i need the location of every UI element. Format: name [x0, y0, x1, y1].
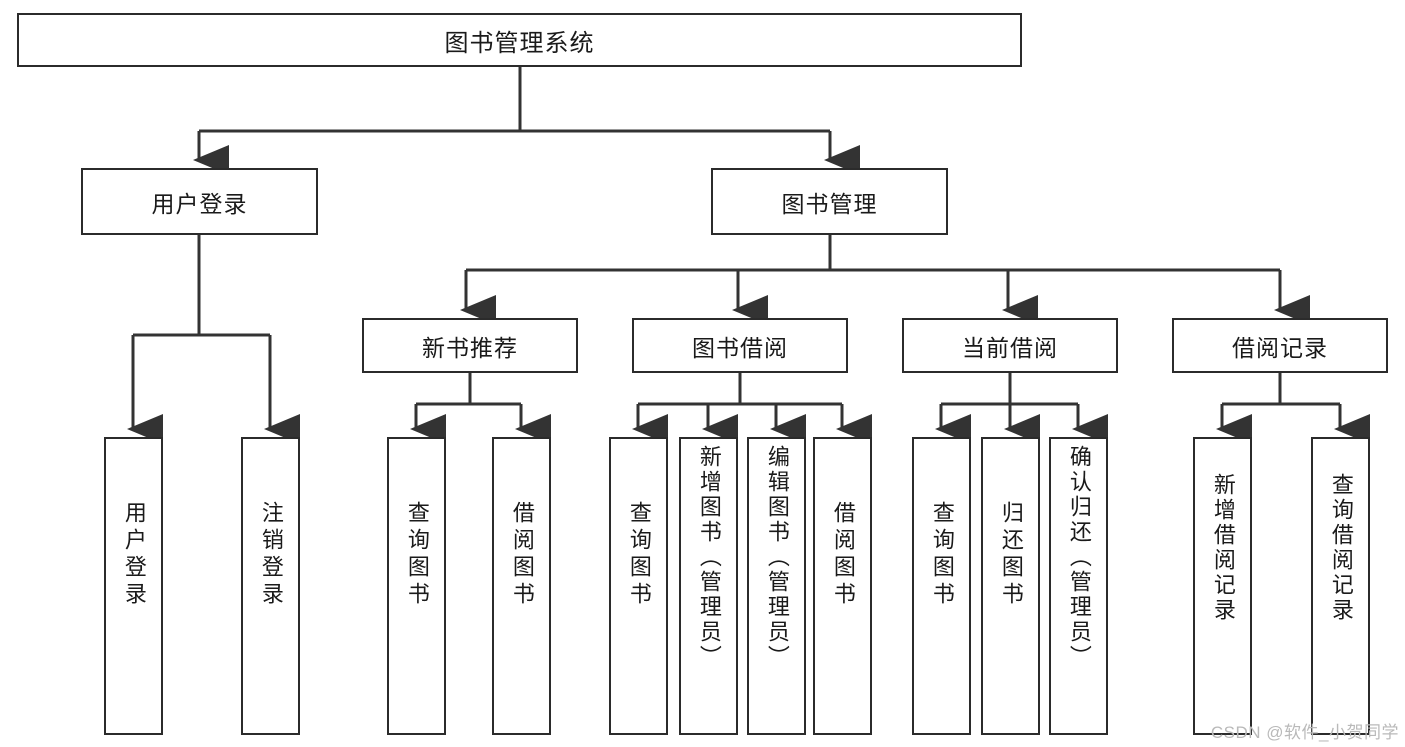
leaf-edit-book-label: 编辑图书（管理员） — [764, 445, 790, 670]
node-new-book-rec-label: 新书推荐 — [422, 334, 518, 361]
leaf-add-record-label: 新增借阅记录 — [1210, 473, 1236, 623]
leaf-logout-label: 注销登录 — [258, 501, 284, 609]
leaf-edit-book[interactable]: 编辑图书（管理员） — [747, 437, 806, 735]
watermark: CSDN @软件_小贺同学 — [1210, 723, 1399, 742]
node-book-borrow[interactable]: 图书借阅 — [632, 318, 848, 373]
node-borrow-record-label: 借阅记录 — [1232, 334, 1328, 361]
node-book-borrow-label: 图书借阅 — [692, 334, 788, 361]
leaf-confirm-return[interactable]: 确认归还（管理员） — [1049, 437, 1108, 735]
leaf-add-record[interactable]: 新增借阅记录 — [1193, 437, 1252, 735]
node-new-book-rec[interactable]: 新书推荐 — [362, 318, 578, 373]
leaf-borrow-book-2-label: 借阅图书 — [830, 501, 856, 609]
node-user-login-label: 用户登录 — [151, 190, 248, 217]
leaf-query-book-3[interactable]: 查询图书 — [912, 437, 971, 735]
leaf-query-book-2-label: 查询图书 — [626, 501, 652, 609]
leaf-return-book-label: 归还图书 — [998, 501, 1024, 609]
leaf-user-login[interactable]: 用户登录 — [104, 437, 163, 735]
leaf-logout[interactable]: 注销登录 — [241, 437, 300, 735]
node-current-borrow[interactable]: 当前借阅 — [902, 318, 1118, 373]
leaf-return-book[interactable]: 归还图书 — [981, 437, 1040, 735]
leaf-add-book[interactable]: 新增图书（管理员） — [679, 437, 738, 735]
leaf-query-record[interactable]: 查询借阅记录 — [1311, 437, 1370, 735]
leaf-add-book-label: 新增图书（管理员） — [696, 445, 722, 670]
leaf-query-book-2[interactable]: 查询图书 — [609, 437, 668, 735]
node-root[interactable]: 图书管理系统 — [17, 13, 1022, 67]
node-borrow-record[interactable]: 借阅记录 — [1172, 318, 1388, 373]
leaf-borrow-book-1[interactable]: 借阅图书 — [492, 437, 551, 735]
leaf-user-login-label: 用户登录 — [121, 501, 147, 609]
leaf-confirm-return-label: 确认归还（管理员） — [1066, 445, 1092, 670]
leaf-query-book-3-label: 查询图书 — [929, 501, 955, 609]
node-book-manage-label: 图书管理 — [781, 190, 878, 217]
leaf-query-book-1-label: 查询图书 — [404, 501, 430, 609]
node-root-label: 图书管理系统 — [444, 29, 595, 57]
node-user-login[interactable]: 用户登录 — [81, 168, 318, 235]
leaf-borrow-book-2[interactable]: 借阅图书 — [813, 437, 872, 735]
node-current-borrow-label: 当前借阅 — [962, 334, 1058, 361]
leaf-query-record-label: 查询借阅记录 — [1328, 473, 1354, 623]
leaf-borrow-book-1-label: 借阅图书 — [509, 501, 535, 609]
leaf-query-book-1[interactable]: 查询图书 — [387, 437, 446, 735]
node-book-manage[interactable]: 图书管理 — [711, 168, 948, 235]
